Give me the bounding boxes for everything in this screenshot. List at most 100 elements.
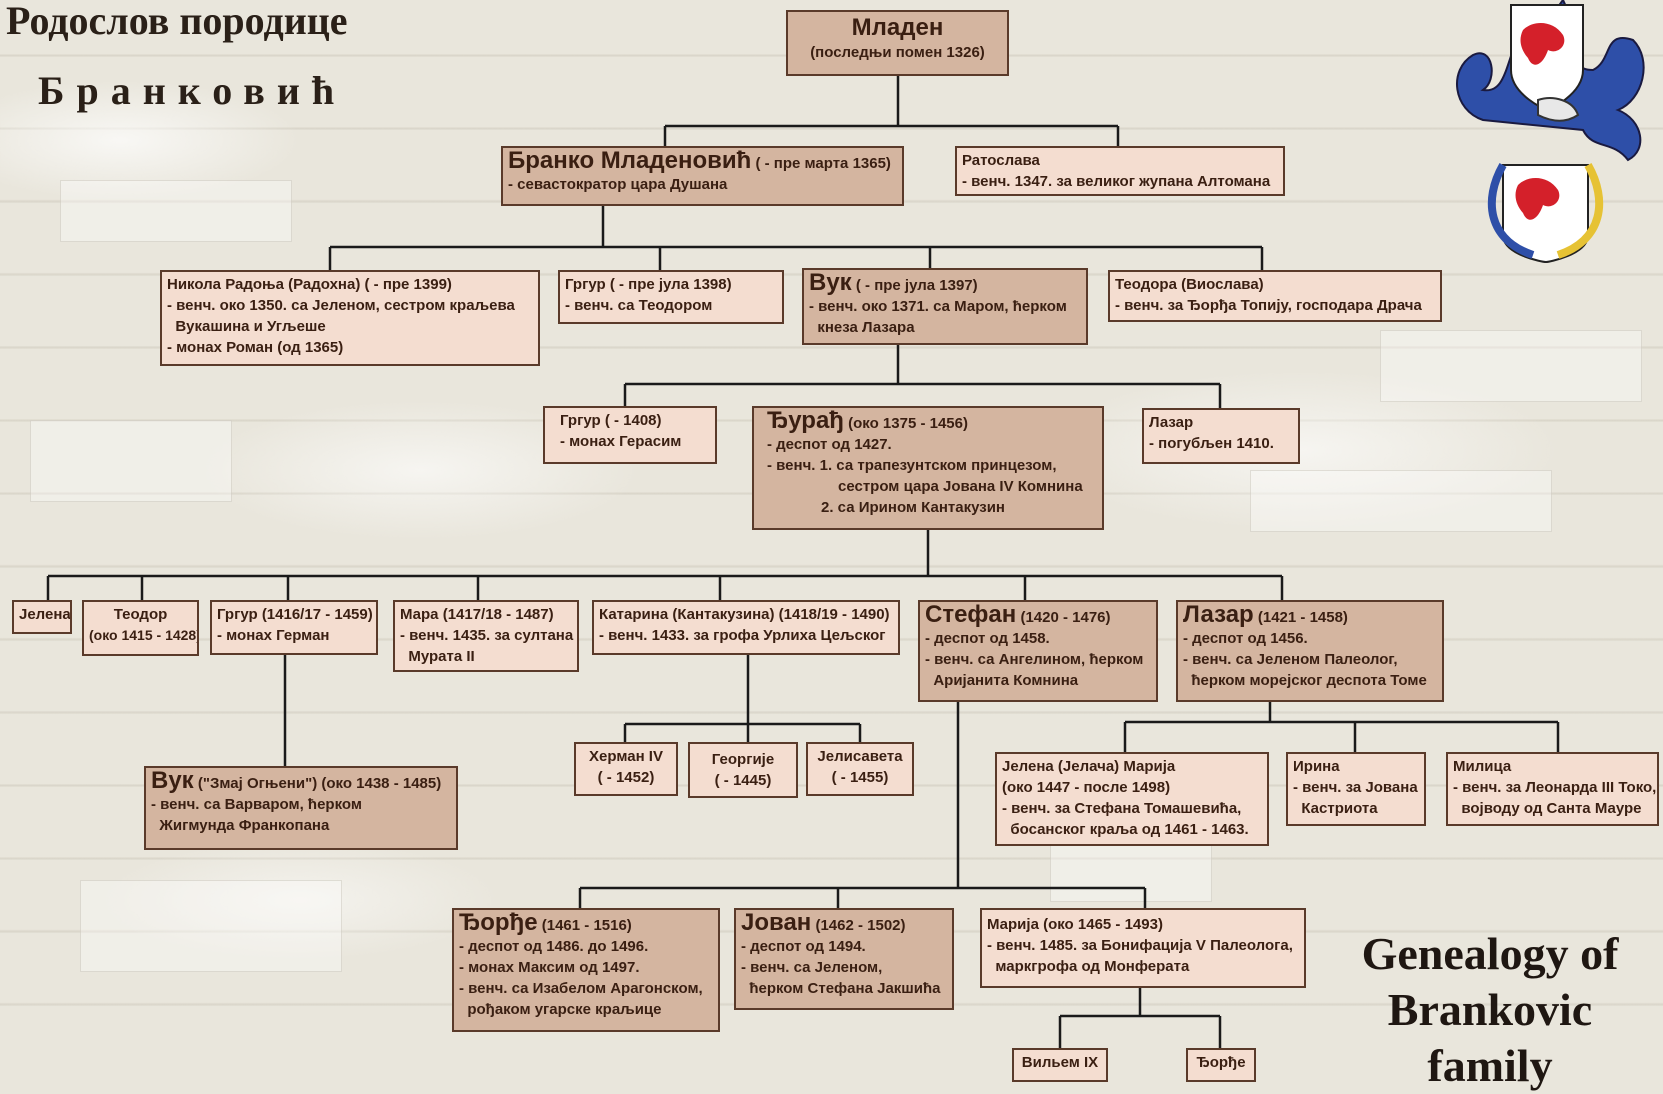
person-jelena-marija[interactable]: Јелена (Јелача) Марија (око 1447 - после…	[995, 752, 1269, 846]
person-georgije[interactable]: Георгије ( - 1445)	[688, 742, 798, 798]
wall-stone	[30, 420, 232, 502]
person-detail: босанског краља од 1461 - 1463.	[1002, 821, 1249, 838]
person-dates: (1461 - 1516)	[537, 917, 632, 934]
person-dates: ("Змај Огњени") (око 1438 - 1485)	[193, 775, 442, 792]
person-dates: ( - пре марта 1365)	[751, 155, 891, 172]
person-detail: - деспот од 1494.	[741, 938, 866, 955]
person-djordje[interactable]: Ђорђе (1461 - 1516) - деспот од 1486. до…	[452, 908, 720, 1032]
person-detail: - венч. 1347. за великог жупана Алтомана	[962, 173, 1271, 190]
person-name: Лазар	[1149, 414, 1194, 431]
person-detail: ( - 1445)	[714, 772, 772, 789]
person-katarina[interactable]: Катарина (Кантакузина) (1418/19 - 1490) …	[592, 600, 900, 655]
wall-stone	[1250, 470, 1552, 532]
person-milica[interactable]: Милица - венч. за Леонарда III Токо, вој…	[1446, 752, 1659, 826]
person-detail: - венч. са Изабелом Арагонском,	[459, 980, 703, 997]
person-stefan[interactable]: Стефан (1420 - 1476) - деспот од 1458. -…	[918, 600, 1158, 702]
person-detail: - венч. са Ангелином, ћерком	[925, 651, 1144, 668]
title-serbian-line1: Родослов породице	[6, 0, 348, 43]
person-marija[interactable]: Марија (око 1465 - 1493) - венч. 1485. з…	[980, 908, 1306, 988]
person-name: Младен	[851, 14, 944, 41]
person-detail: - венч. са Теодором	[565, 297, 713, 314]
person-dates: (1420 - 1476)	[1016, 609, 1111, 626]
person-name: Јелисавета	[817, 748, 903, 765]
person-jelena[interactable]: Јелена	[12, 600, 72, 634]
person-detail: (око 1447 - после 1498)	[1002, 779, 1171, 796]
person-name: Вильем IX	[1021, 1054, 1099, 1071]
person-name: Гргур ( - пре јула 1398)	[565, 276, 732, 293]
person-djuradj[interactable]: Ђурађ (око 1375 - 1456) - деспот од 1427…	[752, 406, 1104, 530]
person-name: Ирина	[1293, 758, 1340, 775]
person-jelisaveta[interactable]: Јелисавета ( - 1455)	[806, 742, 914, 796]
wall-stone	[60, 180, 292, 242]
person-detail: (последњи помен 1326)	[810, 44, 985, 61]
person-detail: - венч. за Јована	[1293, 779, 1418, 796]
person-detail: кнеза Лазара	[809, 319, 915, 336]
person-branko[interactable]: Бранко Младеновић ( - пре марта 1365) - …	[501, 146, 904, 206]
person-name: Марија (око 1465 - 1493)	[987, 916, 1163, 933]
person-teodor[interactable]: Теодор (око 1415 - 1428)	[82, 600, 199, 656]
person-grgur-2[interactable]: Гргур ( - 1408) - монах Герасим	[543, 406, 717, 464]
person-teodora[interactable]: Теодора (Виослава) - венч. за Ђорђа Топи…	[1108, 270, 1442, 322]
person-detail: - деспот од 1458.	[925, 630, 1050, 647]
person-detail: ћерком морејског деспота Томе	[1183, 672, 1427, 689]
person-detail: - венч. са Јеленом,	[741, 959, 883, 976]
person-detail: - венч. за Стефана Томашевића,	[1002, 800, 1242, 817]
person-name: Мара (1417/18 - 1487)	[400, 606, 554, 623]
person-vuk[interactable]: Вук ( - пре јула 1397) - венч. око 1371.…	[802, 268, 1088, 345]
person-detail: - деспот од 1486. до 1496.	[459, 938, 649, 955]
person-dates: ( - пре јула 1397)	[851, 277, 978, 294]
person-detail: - венч. са Варваром, ћерком	[151, 796, 362, 813]
title-english-line1: Genealogy of	[1361, 928, 1619, 979]
person-detail: ( - 1452)	[597, 769, 655, 786]
person-detail: - севастократор цара Душана	[508, 176, 728, 193]
person-dates: (око 1375 - 1456)	[843, 415, 968, 432]
person-detail: - монах Герман	[217, 627, 330, 644]
wall-stone	[1380, 330, 1642, 402]
person-name: Ратослава	[962, 152, 1040, 169]
person-name: Херман IV	[589, 748, 663, 765]
person-detail: - погубљен 1410.	[1149, 435, 1274, 452]
person-irina[interactable]: Ирина - венч. за Јована Кастриота	[1286, 752, 1426, 826]
person-dates: (1421 - 1458)	[1253, 609, 1348, 626]
person-name: Георгије	[711, 751, 775, 768]
person-nikola[interactable]: Никола Радоња (Радохна) ( - пре 1399) - …	[160, 270, 540, 366]
person-detail: - венч. са Јеленом Палеолог,	[1183, 651, 1398, 668]
person-detail: - монах Максим од 1497.	[459, 959, 640, 976]
person-name: Ђорђе	[1196, 1054, 1246, 1071]
person-dates: (1462 - 1502)	[811, 917, 906, 934]
person-mara[interactable]: Мара (1417/18 - 1487) - венч. 1435. за с…	[393, 600, 579, 672]
person-grgur-3[interactable]: Гргур (1416/17 - 1459) - монах Герман	[210, 600, 378, 655]
person-detail: рођаком угарске краљице	[459, 1001, 662, 1018]
person-lazar-1[interactable]: Лазар - погубљен 1410.	[1142, 408, 1300, 464]
person-name: Теодора (Виослава)	[1115, 276, 1264, 293]
title-english: Genealogy of Brankovic family	[1320, 926, 1660, 1094]
person-ratoslava[interactable]: Ратослава - венч. 1347. за великог жупан…	[955, 146, 1285, 196]
person-detail: војводу од Санта Мауре	[1453, 800, 1642, 817]
person-name: Гргур ( - 1408)	[560, 412, 662, 429]
wall-stone	[80, 880, 342, 972]
person-mladen[interactable]: Младен (последњи помен 1326)	[786, 10, 1009, 76]
person-detail: - венч. 1485. за Бонифација V Палеолога,	[987, 937, 1293, 954]
person-detail: Кастриота	[1293, 800, 1378, 817]
person-djordje-2[interactable]: Ђорђе	[1186, 1048, 1256, 1082]
person-detail: ћерком Стефана Јакшића	[741, 980, 941, 997]
person-name: Ђурађ	[767, 407, 844, 434]
person-detail: - венч. 1. са трапезунтском принцезом,	[767, 457, 1057, 474]
person-vuk-zmaj[interactable]: Вук ("Змај Огњени") (око 1438 - 1485) - …	[144, 766, 458, 850]
person-name: Бранко Младеновић	[508, 147, 752, 174]
person-name: Лазар	[1183, 601, 1254, 628]
person-viljem[interactable]: Вильем IX	[1012, 1048, 1108, 1082]
person-detail: - монах Герасим	[560, 433, 682, 450]
person-detail: - венч. за Леонарда III Токо,	[1453, 779, 1657, 796]
person-lazar-2[interactable]: Лазар (1421 - 1458) - деспот од 1456. - …	[1176, 600, 1444, 702]
person-detail: Мурата II	[400, 648, 475, 665]
person-name: Ђорђе	[459, 909, 538, 936]
person-detail: - деспот од 1456.	[1183, 630, 1308, 647]
person-name: Вук	[809, 269, 852, 296]
person-name: Катарина (Кантакузина) (1418/19 - 1490)	[599, 606, 890, 623]
person-jovan[interactable]: Јован (1462 - 1502) - деспот од 1494. - …	[734, 908, 954, 1010]
person-herman[interactable]: Херман IV ( - 1452)	[574, 742, 678, 796]
title-english-line2: Brankovic family	[1387, 984, 1593, 1091]
person-grgur-1[interactable]: Гргур ( - пре јула 1398) - венч. са Теод…	[558, 270, 784, 324]
